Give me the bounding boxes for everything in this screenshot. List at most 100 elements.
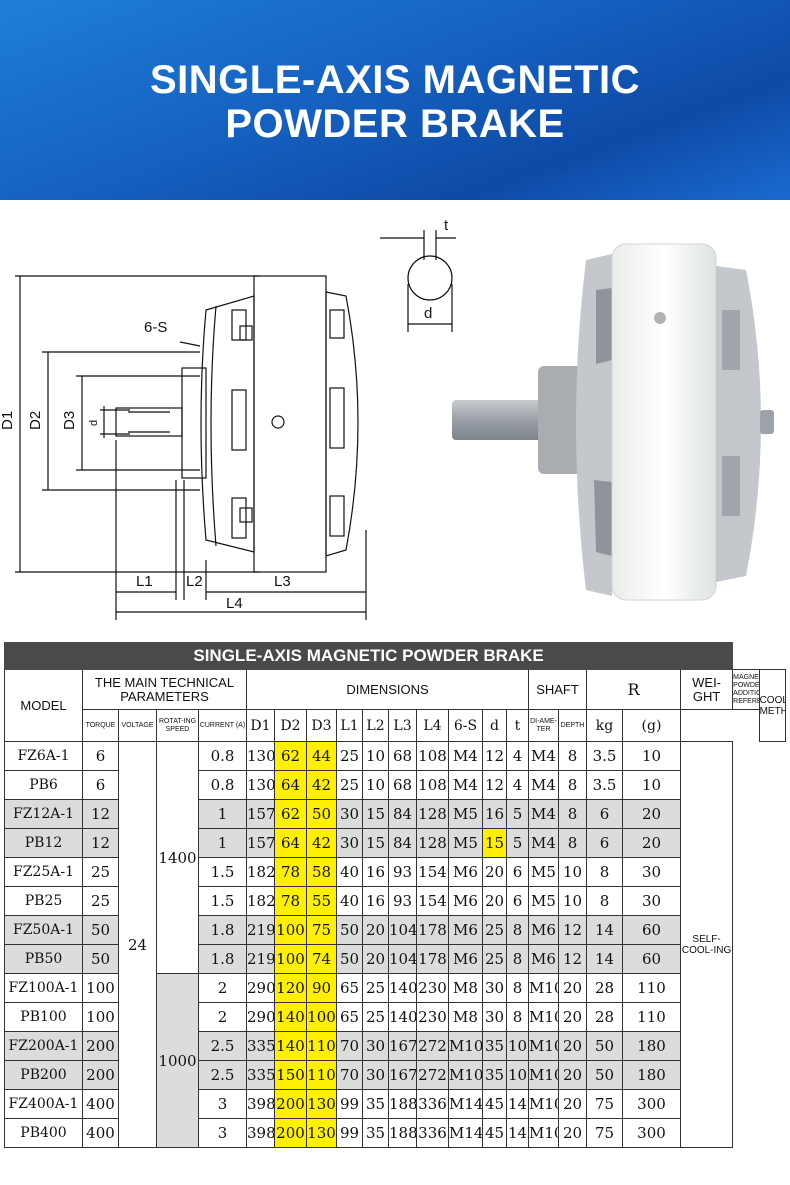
cell-current: 1.5 (198, 857, 247, 887)
cell-powder-g: 180 (622, 1060, 681, 1090)
cell-L1: 99 (336, 1089, 363, 1119)
cell-D3: 58 (306, 857, 337, 887)
cell-D1: 157 (246, 828, 275, 858)
cell-D3: 55 (306, 886, 337, 916)
cell-model: FZ12A-1 (4, 799, 83, 829)
cell-model: PB25 (4, 886, 83, 916)
cell-powder-g: 300 (622, 1118, 681, 1148)
cell-current: 3 (198, 1089, 247, 1119)
table-row: PB40040033982001309935188336M144514M1020… (4, 1118, 786, 1148)
drawing-labels: D1 D2 D3 d 6-S L1 L2 L3 L4 t d (0, 217, 449, 612)
cell-powder-g: 20 (622, 828, 681, 858)
cell-powder-g: 60 (622, 915, 681, 945)
cell-L2: 20 (362, 944, 389, 974)
cell-torque: 6 (82, 770, 119, 800)
cell-6-S: M6 (448, 886, 483, 916)
cell-D1: 157 (246, 799, 275, 829)
cell-shaft-d: 30 (482, 1002, 507, 1032)
cell-r-depth: 10 (558, 857, 587, 887)
cell-L1: 30 (336, 828, 363, 858)
cell-current: 2.5 (198, 1031, 247, 1061)
cell-D1: 219 (246, 915, 275, 945)
cell-D2: 200 (274, 1089, 307, 1119)
cell-r-depth: 12 (558, 915, 587, 945)
cell-r-depth: 20 (558, 1089, 587, 1119)
cell-L3: 140 (388, 1002, 417, 1032)
cell-L4: 108 (416, 770, 449, 800)
cell-D2: 62 (274, 741, 307, 771)
cell-shaft-d: 20 (482, 886, 507, 916)
cell-L4: 128 (416, 828, 449, 858)
header-d: d (482, 709, 507, 742)
cell-L1: 99 (336, 1118, 363, 1148)
cell-r-depth: 8 (558, 828, 587, 858)
cell-L4: 128 (416, 799, 449, 829)
banner-title: SINGLE-AXIS MAGNETIC POWDER BRAKE (0, 58, 790, 146)
cell-powder-g: 30 (622, 886, 681, 916)
cell-L2: 15 (362, 828, 389, 858)
cell-r-depth: 8 (558, 741, 587, 771)
cell-L3: 84 (388, 828, 417, 858)
cell-r-diameter: M4 (528, 770, 559, 800)
cell-6-S: M6 (448, 857, 483, 887)
cell-weight-kg: 14 (586, 944, 623, 974)
cell-model: FZ25A-1 (4, 857, 83, 887)
cell-r-diameter: M10 (528, 1118, 559, 1148)
cell-current: 1 (198, 828, 247, 858)
cell-L1: 40 (336, 886, 363, 916)
cell-weight-kg: 28 (586, 1002, 623, 1032)
cell-D1: 182 (246, 886, 275, 916)
cell-powder-g: 180 (622, 1031, 681, 1061)
header-D2: D2 (274, 709, 307, 742)
cell-weight-kg: 6 (586, 828, 623, 858)
cell-D1: 335 (246, 1031, 275, 1061)
cell-weight-kg: 75 (586, 1089, 623, 1119)
cell-6-S: M6 (448, 944, 483, 974)
cell-current: 1 (198, 799, 247, 829)
cell-torque: 100 (82, 973, 119, 1003)
cell-powder-g: 60 (622, 944, 681, 974)
cell-weight-kg: 8 (586, 886, 623, 916)
cell-L1: 70 (336, 1031, 363, 1061)
cell-r-depth: 10 (558, 886, 587, 916)
cell-D2: 140 (274, 1002, 307, 1032)
cell-model: FZ400A-1 (4, 1089, 83, 1119)
cell-r-depth: 20 (558, 1118, 587, 1148)
cell-voltage: 24 (118, 741, 157, 1148)
cell-L4: 154 (416, 857, 449, 887)
cell-r-diameter: M10 (528, 973, 559, 1003)
header-voltage: VOLTAGE (118, 709, 157, 742)
cell-r-diameter: M10 (528, 1002, 559, 1032)
cell-shaft-t: 8 (506, 1002, 529, 1032)
cell-model: PB200 (4, 1060, 83, 1090)
cell-L1: 65 (336, 1002, 363, 1032)
cell-shaft-d: 12 (482, 770, 507, 800)
cell-6-S: M10 (448, 1031, 483, 1061)
cell-shaft-d: 16 (482, 799, 507, 829)
cell-weight-kg: 28 (586, 973, 623, 1003)
header-magnetic-powder: MAGNETIC POWDER ADDITION REFERENCE (732, 669, 760, 710)
cell-D3: 42 (306, 828, 337, 858)
cell-D1: 398 (246, 1089, 275, 1119)
cell-shaft-d: 15 (482, 828, 507, 858)
cell-L3: 104 (388, 944, 417, 974)
cell-L1: 50 (336, 915, 363, 945)
cell-torque: 50 (82, 944, 119, 974)
cell-L4: 154 (416, 886, 449, 916)
cell-torque: 50 (82, 915, 119, 945)
cell-D2: 78 (274, 857, 307, 887)
cell-shaft-d: 25 (482, 944, 507, 974)
cell-L3: 188 (388, 1089, 417, 1119)
cell-model: PB12 (4, 828, 83, 858)
cell-r-diameter: M10 (528, 1031, 559, 1061)
cell-shaft-t: 5 (506, 828, 529, 858)
cell-L3: 84 (388, 799, 417, 829)
cell-D1: 130 (246, 770, 275, 800)
cell-L2: 10 (362, 741, 389, 771)
cell-L2: 16 (362, 857, 389, 887)
cell-shaft-d: 35 (482, 1031, 507, 1061)
label-key-d: d (424, 305, 432, 322)
cell-D3: 75 (306, 915, 337, 945)
cell-torque: 400 (82, 1089, 119, 1119)
